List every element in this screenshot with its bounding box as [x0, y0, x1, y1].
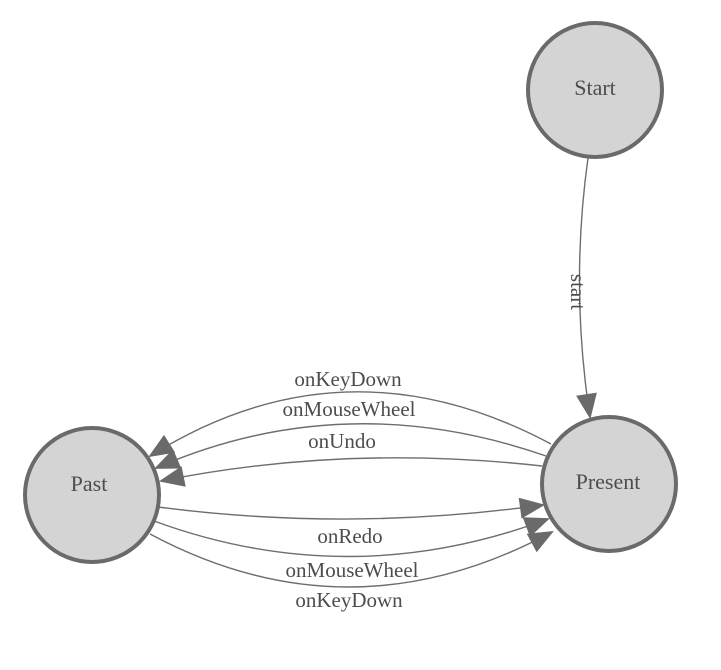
edge-present-to-past-onkeydown — [148, 391, 552, 458]
edge-label-onmousewheel-bottom: onMouseWheel — [286, 558, 419, 582]
edge-label-onredo: onRedo — [317, 524, 382, 548]
state-label-past: Past — [71, 471, 108, 496]
state-label-start: Start — [574, 75, 616, 100]
state-circle-start[interactable] — [526, 21, 664, 159]
node-past[interactable]: Past — [23, 426, 161, 564]
node-start[interactable]: Start — [526, 21, 664, 159]
edge-label-onkeydown-bottom: onKeyDown — [295, 588, 403, 612]
edge-label-onkeydown-top: onKeyDown — [294, 367, 402, 391]
node-present[interactable]: Present — [540, 415, 678, 553]
edge-present-to-past-onundo — [158, 457, 543, 487]
edge-past-to-present-onkeydown — [149, 531, 554, 588]
state-label-present: Present — [576, 469, 641, 494]
edge-group — [148, 157, 597, 588]
edge-label-start: start — [566, 274, 590, 310]
state-circle-past[interactable] — [23, 426, 161, 564]
state-circle-present[interactable] — [540, 415, 678, 553]
edge-label-group: start onKeyDown onMouseWheel onUndo onRe… — [283, 274, 590, 612]
edge-past-to-present-onredo — [157, 497, 546, 520]
edge-label-onundo: onUndo — [308, 429, 376, 453]
edge-label-onmousewheel-top: onMouseWheel — [283, 397, 416, 421]
edge-past-to-present-onmousewheel — [153, 517, 550, 558]
edge-present-to-past-onmousewheel — [154, 423, 547, 469]
edge-start-to-present — [576, 157, 597, 420]
